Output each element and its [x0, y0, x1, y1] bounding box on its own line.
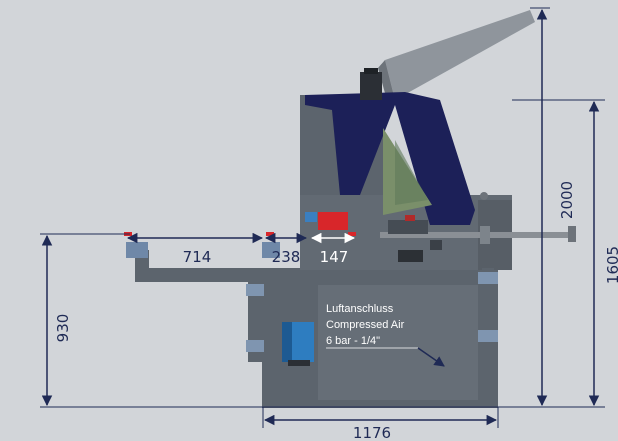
dim-label-930: 930 [54, 314, 72, 343]
feed-roller-right [262, 242, 280, 258]
red-clamp [318, 212, 348, 230]
machine-base-inner [318, 285, 478, 400]
hood-window-shade [395, 140, 428, 205]
feed-rod [380, 232, 575, 238]
top-motor [360, 72, 382, 100]
detail-stripe [405, 215, 415, 221]
note-line-1: Luftanschluss [326, 303, 394, 315]
note-line-3: 6 bar - 1/4" [326, 335, 380, 347]
dim-label-1176: 1176 [353, 424, 391, 441]
note-leader-arrow [417, 347, 445, 367]
detail-block-1 [388, 220, 428, 234]
base-motor-foot [288, 360, 310, 366]
dim-label-714: 714 [183, 248, 212, 266]
right-knob [480, 192, 488, 200]
dim-label-2000: 2000 [558, 181, 576, 219]
rod-clamp-1 [480, 226, 490, 244]
rod-end [568, 226, 576, 242]
leg-clamp-top [246, 284, 264, 296]
base-motor-side [282, 322, 292, 362]
right-clamp-top [478, 272, 498, 284]
red-marker-mid [266, 232, 274, 236]
dim-label-1605: 1605 [604, 246, 618, 284]
note-line-2: Compressed Air [326, 319, 405, 331]
feed-table-top [135, 268, 265, 282]
red-marker-right [348, 232, 356, 236]
dim-label-147: 147 [320, 248, 349, 266]
detail-block-2 [398, 250, 423, 262]
detail-block-3 [430, 240, 442, 250]
hood [305, 92, 475, 225]
blue-clamp [305, 212, 317, 222]
dim-label-238: 238 [272, 248, 301, 266]
right-clamp-bottom [478, 330, 498, 342]
upper-cover [385, 10, 535, 100]
top-motor-cap [364, 68, 378, 74]
feed-roller-left [126, 242, 148, 258]
leg-clamp-bottom [246, 340, 264, 352]
